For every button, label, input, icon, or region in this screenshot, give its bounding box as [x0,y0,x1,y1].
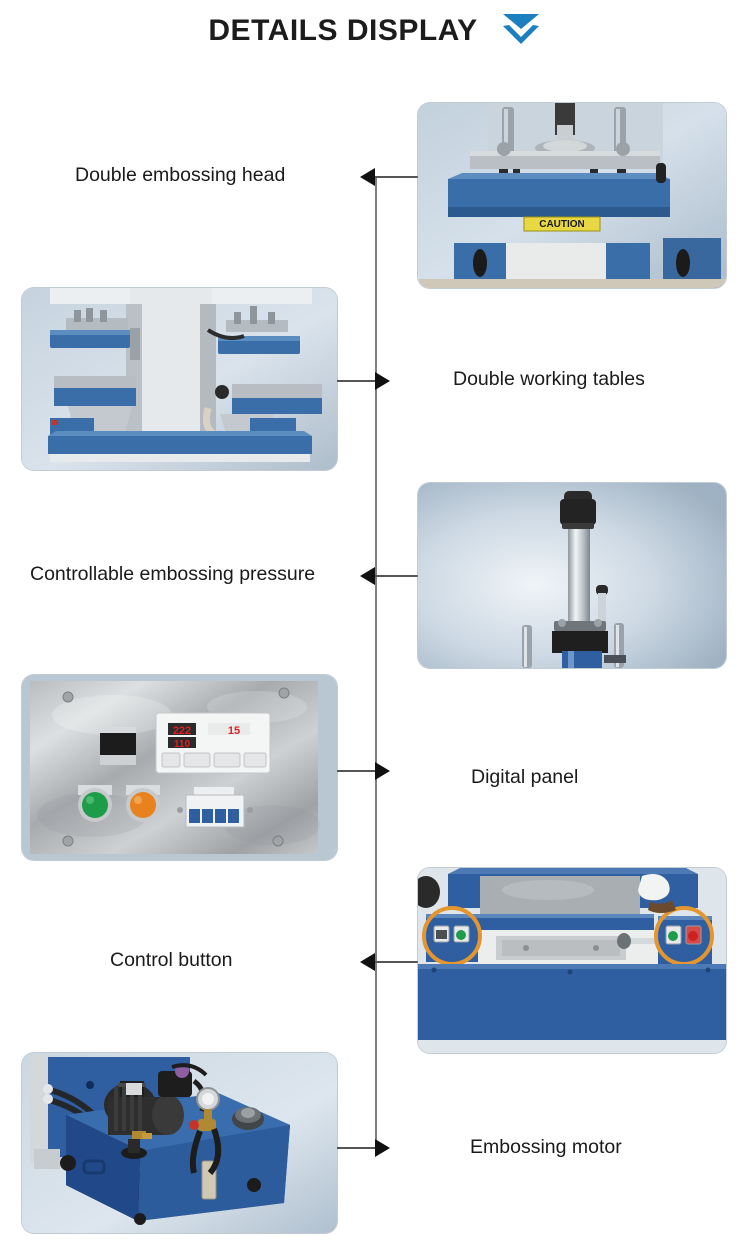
detail-label-control-button: Control button [110,949,233,971]
svg-text:110: 110 [174,739,191,750]
detail-label-digital-panel: Digital panel [471,766,579,788]
embossing-pressure-cylinder-photo [418,483,726,668]
embossing-motor-photo [22,1053,337,1233]
page-title: DETAILS DISPLAY [208,14,478,47]
connector-spine [375,176,377,1148]
page-header: DETAILS DISPLAY [0,0,750,62]
double-working-tables-photo [22,288,337,470]
svg-text:222: 222 [173,725,191,737]
control-button-photo [418,868,726,1053]
double-chevron-down-icon [500,12,542,51]
detail-label-double-embossing-head: Double embossing head [75,164,286,186]
detail-label-double-working-tables: Double working tables [453,368,645,390]
svg-text:CAUTION: CAUTION [539,219,585,230]
svg-text:15: 15 [228,725,240,737]
detail-label-controllable-embossing-pressure: Controllable embossing pressure [30,563,316,585]
detail-label-embossing-motor: Embossing motor [470,1136,622,1158]
digital-panel-photo: 222 110 15 [22,675,337,860]
double-embossing-head-photo: CAUTION [418,103,726,288]
